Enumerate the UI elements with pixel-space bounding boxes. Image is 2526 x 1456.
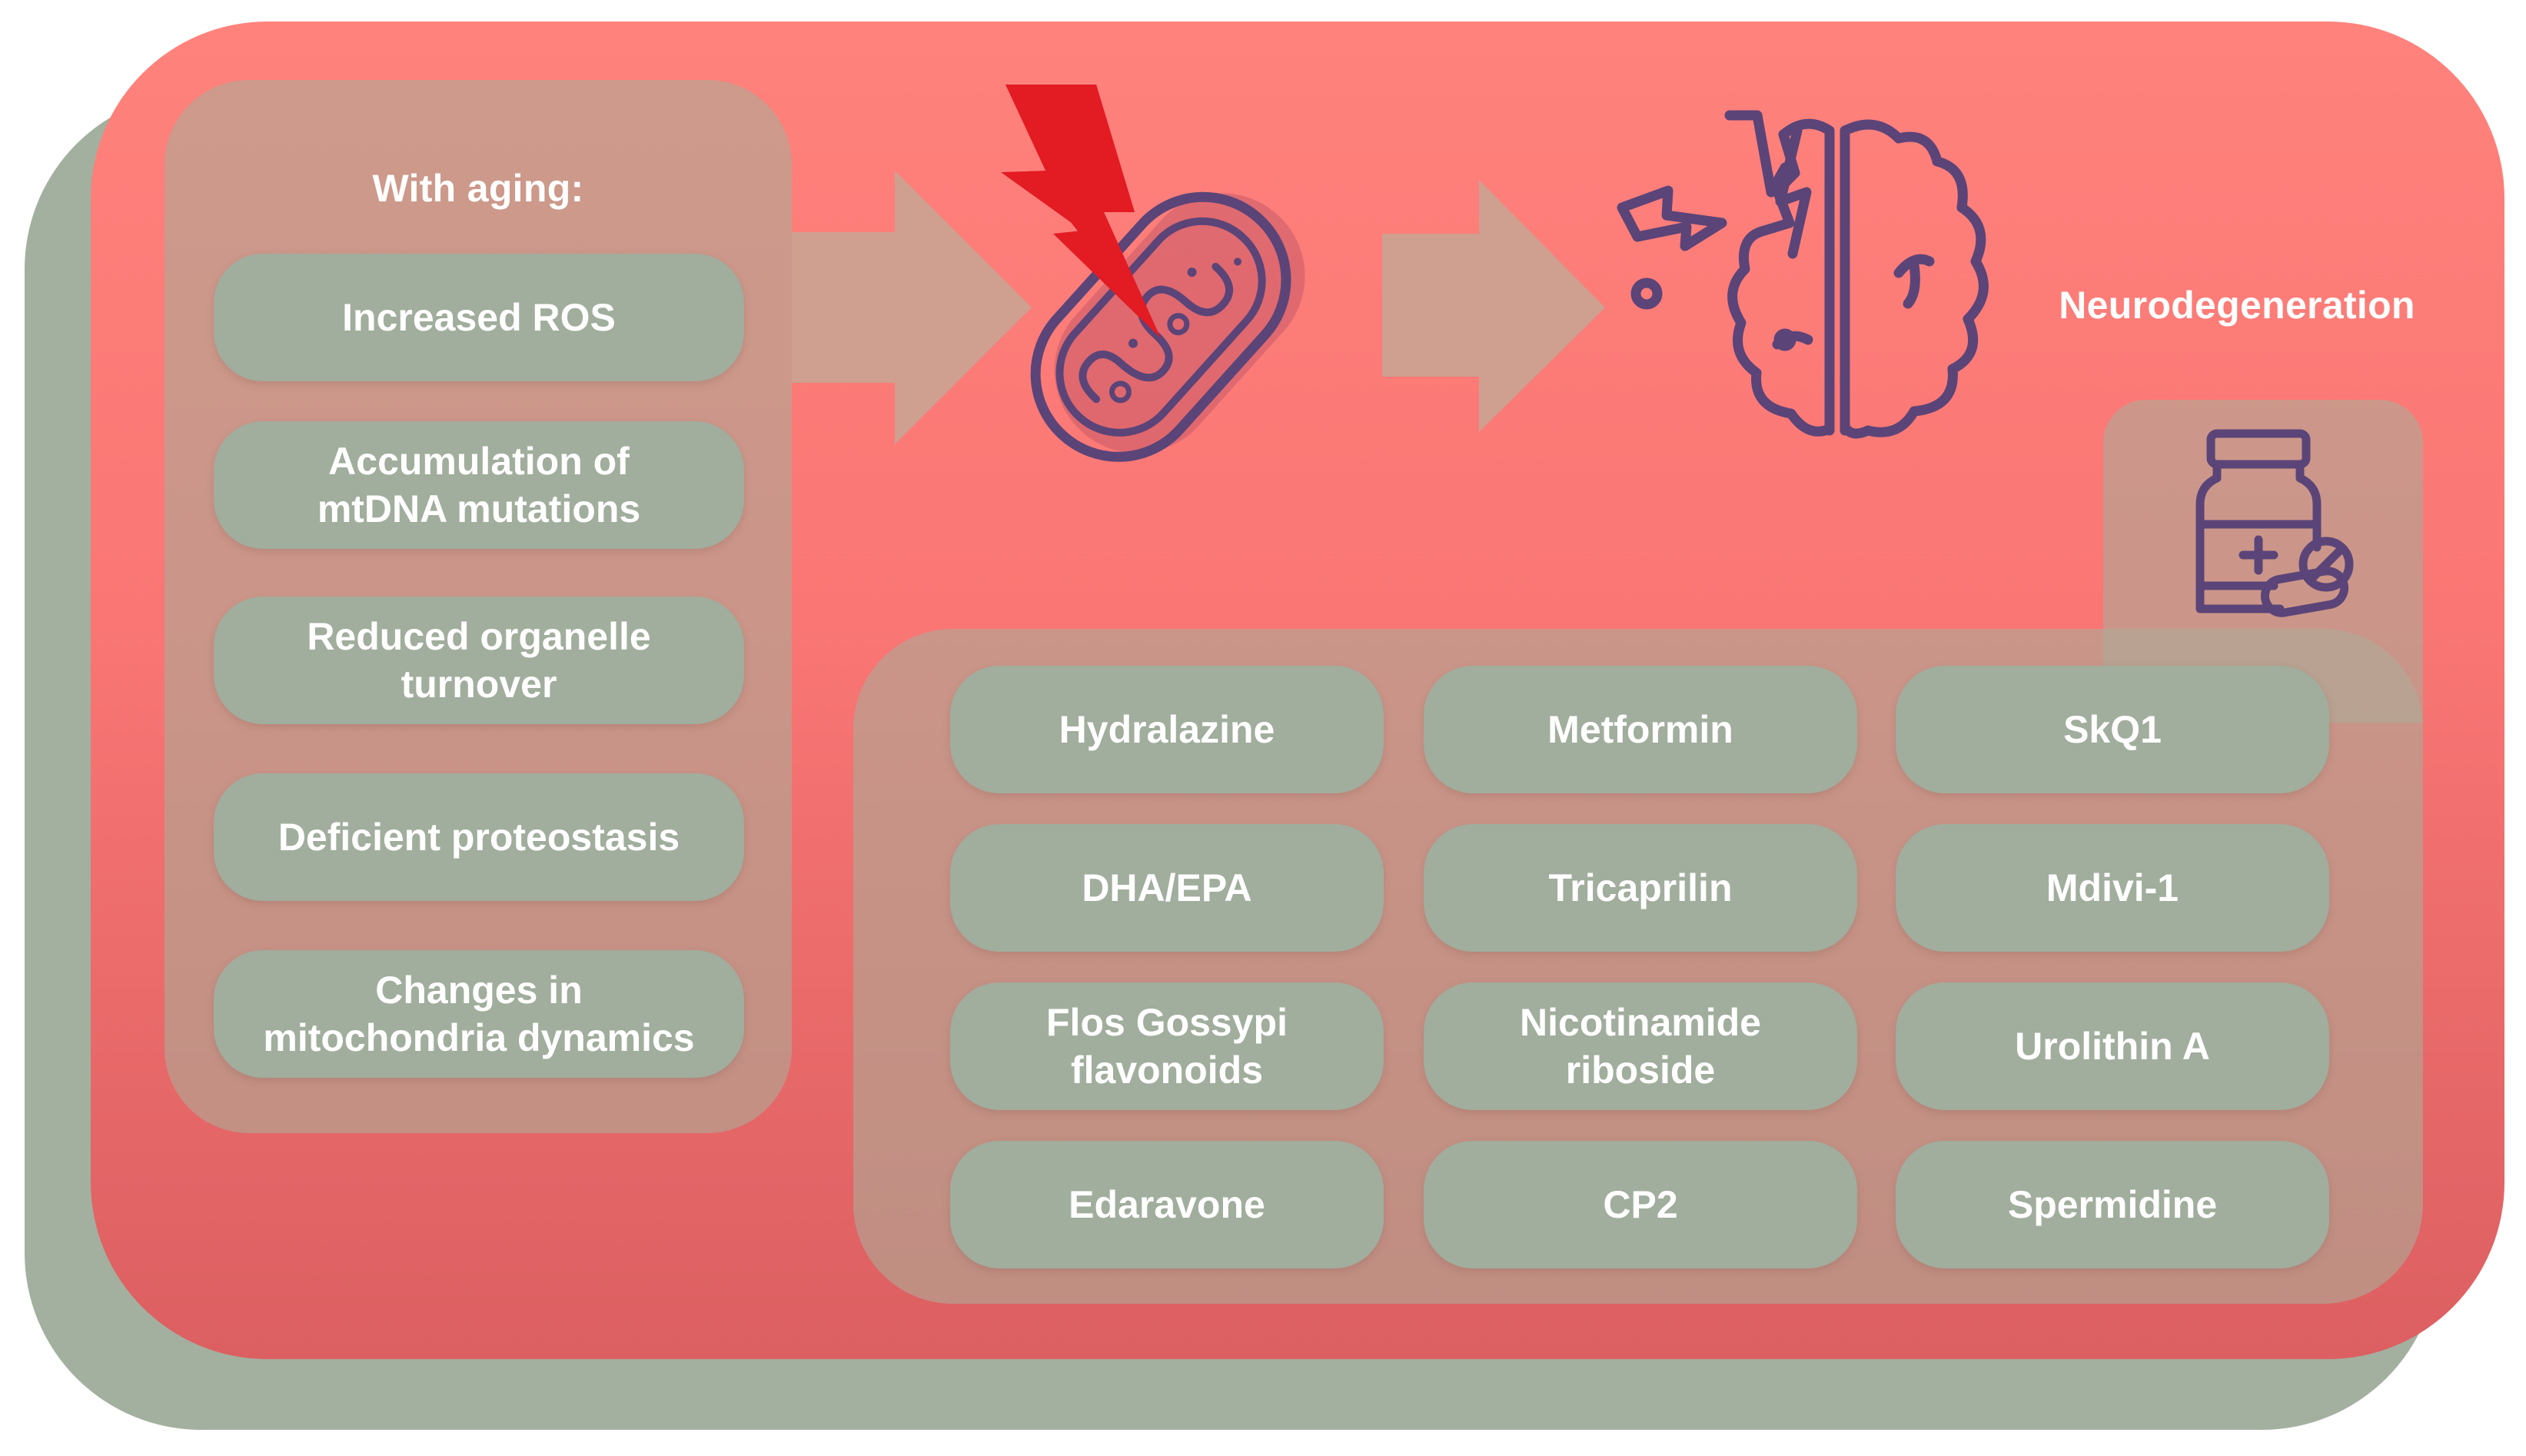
treatment-item: Hydralazine — [950, 666, 1384, 793]
medicine-bottle-icon — [2195, 429, 2354, 617]
treatment-item: DHA/EPA — [950, 824, 1384, 952]
arrow-to-mitochondrion — [792, 171, 1032, 444]
treatment-item: CP2 — [1424, 1141, 1857, 1268]
aging-item: Deficient proteostasis — [214, 773, 744, 901]
arrow-to-brain — [1382, 180, 1605, 432]
treatment-item: Metformin — [1424, 666, 1857, 793]
lightning-bolt-icon — [1001, 85, 1161, 338]
treatment-item: Spermidine — [1896, 1141, 2329, 1268]
aging-title: With aging: — [372, 167, 584, 210]
treatment-item: Urolithin A — [1896, 982, 2329, 1110]
damaged-brain-icon — [1617, 110, 1989, 439]
aging-item: Increased ROS — [214, 254, 744, 381]
treatment-item: SkQ1 — [1896, 666, 2329, 793]
treatment-item: Mdivi-1 — [1896, 824, 2329, 952]
neurodegeneration-label: Neurodegeneration — [2059, 284, 2415, 327]
treatment-item: Edaravone — [950, 1141, 1384, 1268]
treatment-item: Tricaprilin — [1424, 824, 1857, 952]
